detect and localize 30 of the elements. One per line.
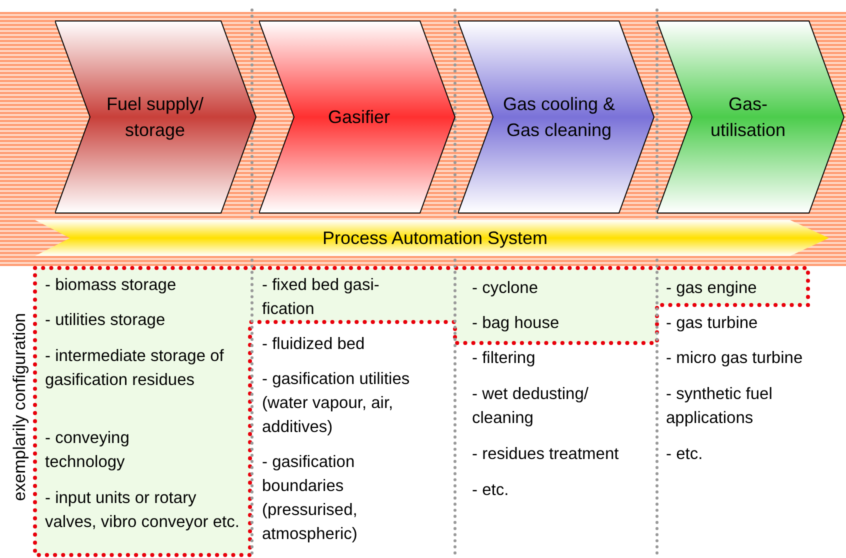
stage-title: Gasifier — [328, 106, 390, 129]
list-item: - etc. — [472, 480, 510, 501]
stage-shape — [657, 20, 845, 214]
list-item: - biomass storage — [45, 275, 178, 296]
list-item: - residues treatment — [472, 444, 620, 465]
list-item: - wet dedusting/ cleaning — [472, 384, 590, 429]
list-item: - etc. — [666, 444, 704, 465]
list-item: - input units or rotary valves, vibro conveyor etc. — [45, 488, 240, 533]
list-item: - intermediate storage of gasification residues — [45, 346, 225, 391]
stage-shape — [55, 20, 257, 214]
list-item: - bag house — [472, 313, 560, 334]
list-item: - gas engine — [666, 278, 758, 299]
list-item: - utilities storage — [45, 310, 166, 331]
stage-shape — [259, 20, 456, 214]
list-item: - fixed bed gasi- fication — [262, 275, 380, 320]
stage-title: Gas- utilisation — [709, 93, 787, 142]
list-item: - cyclone — [472, 278, 540, 299]
list-item: - filtering — [472, 348, 536, 369]
list-item: - synthetic fuel applications — [666, 384, 774, 429]
list-item: - gasification utilities (water vapour, air, additives) — [262, 369, 411, 438]
list-item: - gasification boundaries (pressurised, atmospheric) — [262, 452, 358, 545]
list-item: - fluidized bed — [262, 334, 366, 355]
list-item: - micro gas turbine — [666, 348, 804, 369]
stage-title: Fuel supply/ storage — [105, 93, 205, 142]
stage-shape — [458, 20, 655, 214]
band-label: Process Automation System — [322, 227, 548, 250]
side-label: exemplarily configuration — [9, 312, 30, 504]
list-item: - gas turbine — [666, 313, 759, 334]
list-item: - conveying technology — [45, 428, 130, 473]
stage-title: Gas cooling & Gas cleaning — [502, 93, 616, 142]
